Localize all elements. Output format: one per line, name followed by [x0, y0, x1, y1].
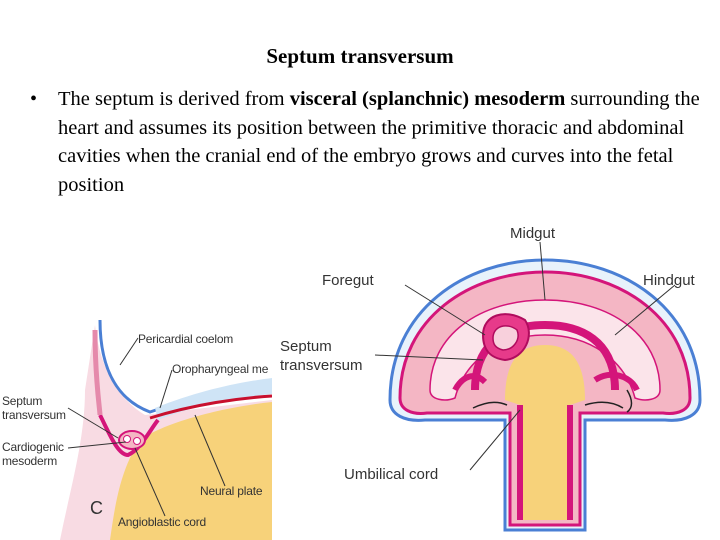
- label-pericardial-coelom: Pericardial coelom: [138, 332, 234, 346]
- bullet-symbol: •: [30, 88, 38, 110]
- bullet-text-part-2: surrounding the heart and assumes its po…: [58, 88, 700, 196]
- label-midgut: Midgut: [510, 225, 556, 242]
- bullet-point: • The septum is derived from visceral (s…: [30, 85, 700, 199]
- label-left-septum-transversum: Septum transversum: [2, 394, 66, 422]
- bullet-text: The septum is derived from visceral (spl…: [58, 85, 700, 199]
- left-embryo-drawing: [60, 319, 272, 540]
- label-oropharyngeal: Oropharyngeal me: [172, 362, 269, 376]
- bullet-text-bold: visceral (splanchnic) mesoderm: [289, 88, 566, 110]
- label-cardiogenic-mesoderm: Cardiogenic mesoderm: [2, 440, 64, 468]
- label-hindgut: Hindgut: [643, 272, 695, 289]
- label-right-septum-transversum: Septum transversum: [280, 337, 363, 375]
- label-angioblastic-cord: Angioblastic cord: [118, 515, 206, 529]
- label-umbilical-cord: Umbilical cord: [344, 466, 439, 483]
- slide-title: Septum transversum: [266, 44, 454, 68]
- label-foregut: Foregut: [322, 272, 374, 289]
- bullet-text-part-1: The septum is derived from: [58, 88, 290, 110]
- label-neural-plate: Neural plate: [200, 484, 263, 498]
- label-panel-letter: C: [90, 498, 103, 518]
- right-embryo-drawing: [375, 241, 702, 532]
